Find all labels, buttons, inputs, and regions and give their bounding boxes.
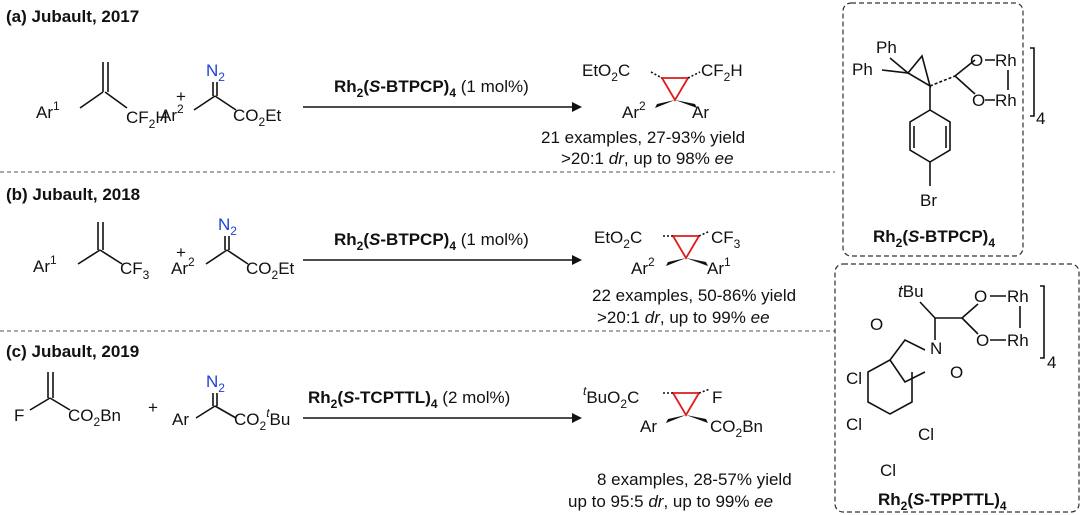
svg-text:Ar1: Ar1 (33, 253, 57, 276)
catalyst-label-b: Rh2(S-BTPCP)4 (1 mol%) (334, 230, 529, 253)
catalyst-box-tppttl (834, 263, 1080, 513)
svg-text:4: 4 (1036, 109, 1045, 128)
section-b-diazo: N2 Ar2 CO2Et (171, 215, 295, 282)
svg-text:Ar: Ar (640, 417, 657, 436)
scope-c: 8 examples, 28-57% yield (597, 470, 792, 489)
svg-text:N2: N2 (206, 61, 225, 84)
svg-text:CF3: CF3 (120, 259, 150, 282)
svg-text:CF2H: CF2H (126, 108, 168, 131)
selectivity-b: >20:1 dr, up to 99% ee (597, 308, 770, 327)
svg-text:O: O (870, 315, 883, 334)
catalyst-label-a: Rh2(S-BTPCP)4 (1 mol%) (334, 77, 529, 100)
svg-text:N: N (930, 339, 942, 358)
svg-text:CF2H: CF2H (701, 61, 743, 84)
svg-text:Ar1: Ar1 (707, 255, 731, 278)
plus-sign: + (176, 87, 186, 106)
svg-text:CO2Et: CO2Et (246, 259, 295, 282)
svg-text:Ar2: Ar2 (631, 255, 655, 278)
svg-text:Rh: Rh (1007, 331, 1029, 350)
svg-text:O: O (974, 287, 987, 306)
section-a-heading: (a) Jubault, 2017 (6, 7, 139, 26)
svg-text:Ar2: Ar2 (622, 99, 646, 122)
svg-text:Ar: Ar (172, 410, 189, 429)
section-b-alkene: Ar1 CF3 (33, 222, 150, 282)
section-a-alkene: Ar1 CF2H (36, 62, 168, 131)
plus-sign: + (148, 398, 158, 417)
catalyst-name-tppttl: Rh2(S-TPPTTL)4 (878, 490, 1007, 513)
svg-text:Rh: Rh (1007, 287, 1029, 306)
svg-text:O: O (972, 91, 985, 110)
section-c-diazo: N2 Ar CO2tBu (172, 372, 290, 433)
product-cyclopropane-b: EtO2C CF3 Ar2 Ar1 (594, 228, 741, 278)
svg-text:CO2Bn: CO2Bn (710, 417, 763, 440)
svg-text:Rh: Rh (995, 91, 1017, 110)
section-c-alkene: F CO2Bn (14, 372, 121, 429)
product-cyclopropane-c: tBuO2C F Ar CO2Bn (583, 384, 763, 440)
plus-sign: + (176, 243, 186, 262)
svg-text:F: F (14, 406, 24, 425)
svg-text:Br: Br (920, 191, 937, 210)
svg-text:Cl: Cl (918, 425, 934, 444)
svg-text:Ar2: Ar2 (160, 102, 184, 125)
svg-text:Cl: Cl (880, 461, 896, 480)
svg-text:Ph: Ph (852, 60, 873, 79)
catalyst-label-c: Rh2(S-TCPTTL)4 (2 mol%) (308, 388, 510, 411)
svg-text:O: O (970, 51, 983, 70)
svg-text:N2: N2 (206, 372, 225, 395)
svg-text:Ar1: Ar1 (36, 99, 60, 122)
svg-text:Cl: Cl (846, 415, 862, 434)
selectivity-a: >20:1 dr, up to 98% ee (561, 149, 734, 168)
svg-text:Ph: Ph (876, 38, 897, 57)
selectivity-c: up to 95:5 dr, up to 99% ee (568, 492, 773, 511)
svg-text:EtO2C: EtO2C (582, 61, 630, 84)
svg-text:tBu: tBu (898, 282, 924, 301)
catalyst-box-btpcp (842, 2, 1024, 257)
structure-rh2-btpcp: Ph Ph O O Rh Rh 4 Br (852, 38, 1045, 210)
svg-text:Ar: Ar (692, 103, 709, 122)
svg-text:tBuO2C: tBuO2C (583, 384, 639, 411)
svg-text:O: O (950, 363, 963, 382)
svg-text:CO2tBu: CO2tBu (234, 406, 290, 433)
svg-text:O: O (976, 331, 989, 350)
product-cyclopropane-a: EtO2C CF2H Ar2 Ar (582, 61, 743, 122)
svg-text:Rh: Rh (995, 51, 1017, 70)
catalyst-name-btpcp: Rh2(S-BTPCP)4 (873, 227, 995, 250)
section-b-heading: (b) Jubault, 2018 (6, 185, 140, 204)
svg-text:EtO2C: EtO2C (594, 228, 642, 251)
svg-text:CO2Bn: CO2Bn (68, 406, 121, 429)
svg-text:CF3: CF3 (711, 228, 741, 251)
structure-rh2-tppttl: tBu O O Rh Rh 4 N O O Cl Cl Cl Cl (846, 282, 1056, 480)
svg-text:Ar2: Ar2 (171, 255, 195, 278)
svg-text:N2: N2 (218, 215, 237, 238)
svg-text:4: 4 (1047, 353, 1056, 372)
scope-a: 21 examples, 27-93% yield (541, 128, 745, 147)
svg-text:F: F (712, 388, 722, 407)
section-c-heading: (c) Jubault, 2019 (6, 342, 139, 361)
svg-text:CO2Et: CO2Et (233, 106, 282, 129)
svg-text:Cl: Cl (846, 369, 862, 388)
scope-b: 22 examples, 50-86% yield (592, 286, 796, 305)
section-a-diazo: N2 Ar2 CO2Et (160, 61, 282, 129)
